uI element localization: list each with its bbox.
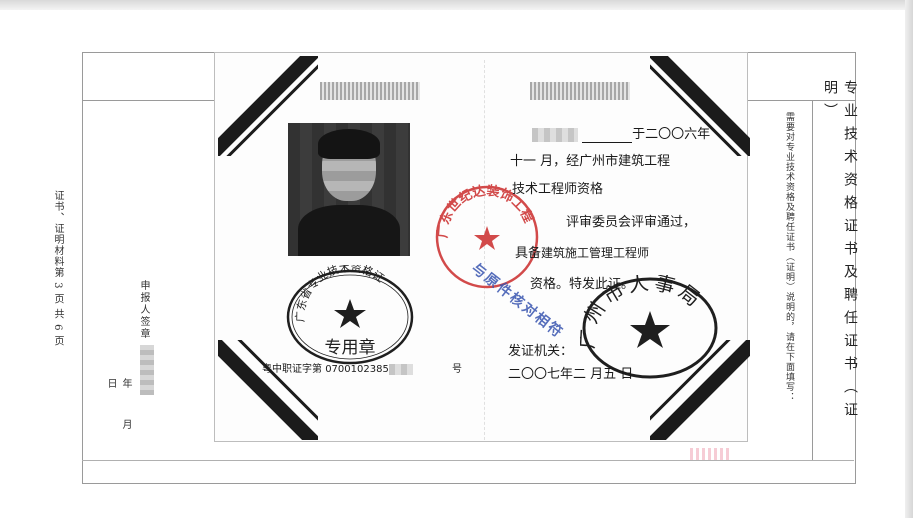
form-rule-right — [745, 100, 855, 101]
holder-photo-redacted — [288, 123, 410, 256]
signer-label: 申报人签章 — [138, 280, 149, 340]
page-count-note: 证书、证明材料第 3 页 共 6 页 — [52, 190, 63, 347]
cert-no-prefix: 粤中职证字第 — [262, 364, 322, 375]
ink-smudge — [690, 448, 730, 460]
approval-year: 于二〇〇六年 — [632, 127, 711, 142]
holder-name-line: 于二〇〇六年 — [532, 123, 710, 143]
issue-date: 二〇〇七年二 月五 日 — [508, 367, 634, 382]
qualification-title: 建筑施工管理工程师 — [541, 246, 650, 260]
issuer-label: 发证机关： — [508, 344, 574, 359]
guilloche-pattern-left — [320, 82, 420, 100]
form-rule-vertical — [812, 100, 813, 460]
form-rule-left — [82, 100, 214, 101]
form-rule-bottom — [82, 460, 854, 461]
approval-month-line: 十一 月，经广州市建筑工程 — [510, 150, 670, 169]
approval-month: 十一 月，经 — [510, 154, 580, 169]
company-red-seal: 广东世纪达装饰工程 — [435, 183, 539, 289]
qualification-line: 具备建筑施工管理工程师 — [515, 242, 649, 261]
section-instruction: 需要对专业技术资格及聘任证书（证明）说明的，请在下面填写： — [784, 112, 794, 402]
holder-name-redacted — [532, 127, 578, 142]
qualification-prefix: 具备 — [515, 246, 542, 261]
committee-line: 技术工程师资格 — [512, 178, 603, 197]
bureau-official-seal: 广州市人事局 — [580, 275, 718, 379]
scan-right-edge — [905, 0, 913, 518]
scan-top-edge — [0, 0, 913, 10]
section-title: 专业技术资格证书及聘任证书（证明） — [822, 80, 858, 425]
certificate-special-seal: 广东省专业技术资格证 专用章 — [286, 265, 414, 365]
certificate-number-line: 粤中职证字第 0700102385 号 — [262, 360, 462, 375]
sign-date-labels: 年 月 日 — [105, 378, 131, 444]
committee-name: 技术工程师资格 — [512, 182, 604, 197]
cert-no-redacted — [388, 363, 413, 375]
cert-seal-center-text: 专用章 — [325, 338, 376, 358]
review-passed-line: 评审委员会评审通过， — [566, 215, 697, 230]
cert-no-suffix: 号 — [452, 364, 462, 375]
cert-no-value: 0700102385 — [325, 364, 389, 375]
issuance-statement: 资格。特发此证。 — [530, 277, 635, 292]
signer-signature-redacted — [140, 345, 154, 395]
certificate-fold — [484, 60, 485, 440]
committee-org: 广州市建筑工程 — [579, 154, 671, 169]
guilloche-pattern-right — [530, 82, 630, 100]
